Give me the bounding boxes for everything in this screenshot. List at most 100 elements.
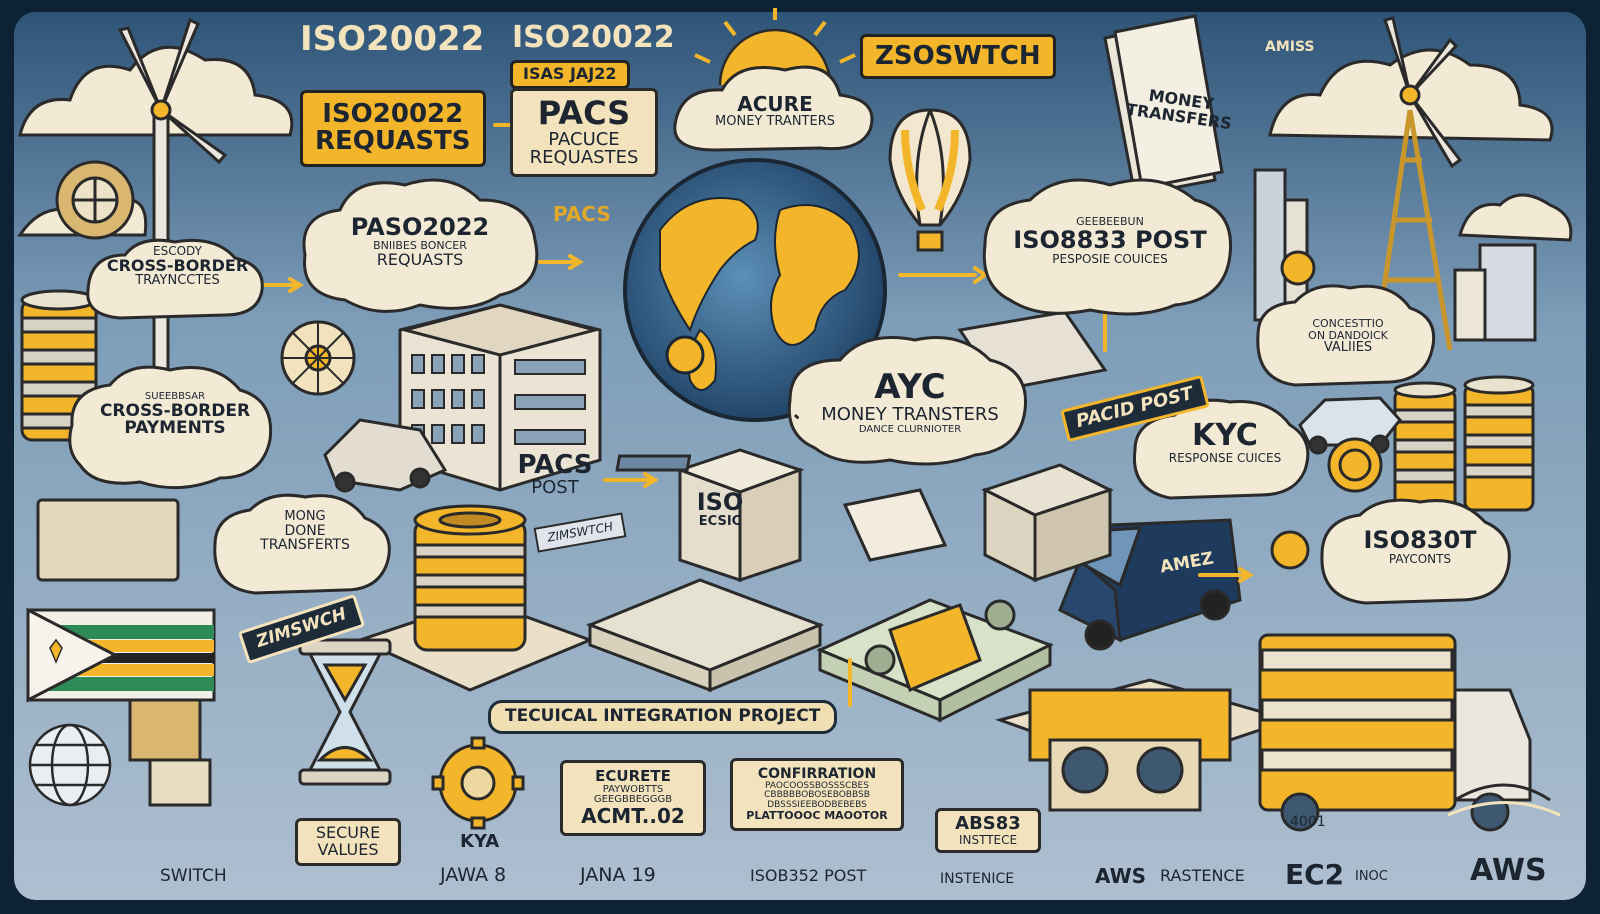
ayc-title: AYC — [874, 367, 946, 407]
confirmation-card: CONFIRRATION PAOCOOSSBOSSSCBES CBBBBBOBO… — [730, 758, 904, 831]
paso-sub-1: BNIIBES BONCER — [373, 239, 467, 253]
bottom-jana19: JANA 19 — [580, 864, 656, 886]
city-buildings-icon — [1253, 168, 1537, 342]
cross-border-sub: PAYMENTS — [124, 418, 226, 439]
acure-sub: MONEY TRANTERS — [715, 114, 835, 129]
bottom-ec2: EC2 — [1285, 858, 1345, 891]
kyc-label: KYC RESPONSE CUICES — [1145, 420, 1305, 464]
cloud-ayc — [787, 336, 1028, 466]
pacs-post-sub: POST — [531, 477, 579, 499]
secure-values-card: SECURE VALUES — [295, 818, 401, 866]
coin-icon — [1270, 250, 1383, 570]
zimbabwe-flag-icon — [26, 607, 216, 703]
paso-sub-2: REQUASTS — [376, 249, 464, 269]
coin-stack-left-icon — [20, 289, 98, 442]
concessio-label: CONCESTTIO ON DANDOICK VALIIES — [1268, 318, 1428, 355]
pacs-box-sub-1: PACUCE — [548, 128, 620, 150]
coin-stack-right-icon — [1393, 375, 1535, 512]
iso-box-title: ISO — [696, 488, 744, 516]
concessio-line-1: CONCESTTIO — [1312, 317, 1384, 330]
project-banner: TECUICAL INTEGRATION PROJECT — [488, 700, 838, 734]
abs83-card: ABS83 INSTTECE — [935, 808, 1041, 854]
iso830t-sub: PAYCONTS — [1388, 552, 1452, 567]
pacs-box: PACS PACUCE REQUASTES — [510, 88, 658, 178]
bottom-switch: SWITCH — [160, 866, 227, 886]
escody-label: ESCODY CROSS-BORDER TRAYNCCTES — [95, 245, 260, 288]
label-cloud-bubbles — [68, 65, 1511, 605]
iso-box-label: ISO ECSIC — [690, 488, 750, 530]
acure-title: ACURE — [737, 92, 813, 116]
gear-medallion-icon — [55, 160, 135, 240]
ecurete-code: ACMT..02 — [581, 803, 685, 828]
iso8833-title: ISO8833 POST — [1013, 225, 1207, 254]
concessio-line-3: VALIIES — [1323, 340, 1373, 356]
escody-line-3: TRAYNCCTES — [135, 273, 220, 289]
connector-arrows — [258, 123, 1254, 707]
kya-gear-icon — [431, 736, 525, 830]
iso8833-label: GEEBEEBUN ISO8833 POST PESPOSIE COUICES — [1000, 216, 1220, 265]
money-done-line-2: DONE — [284, 522, 326, 539]
crate-left-icon — [36, 498, 212, 807]
escody-line-1: ESCODY — [153, 244, 202, 258]
kyc-sub: RESPONSE CUICES — [1168, 450, 1282, 465]
bottom-instence: INSTENICE — [940, 871, 1015, 887]
aws-logo-icon — [1447, 783, 1561, 817]
wireframe-globe-icon — [28, 723, 112, 807]
pacs-box-sub-2: REQUASTES — [529, 147, 639, 169]
ecurete-title: ECURETE — [595, 767, 671, 785]
wind-turbine-right-icon — [1372, 16, 1463, 351]
confirmation-title: CONFIRRATION — [757, 766, 877, 782]
pacs-box-title: PACS — [537, 94, 631, 132]
iso-header-1: ISO20022 — [300, 19, 485, 59]
coin-tower-icon — [355, 504, 595, 692]
money-done-line-1: MONG — [284, 509, 326, 524]
dock-number: 4001 — [1290, 814, 1326, 830]
document-stack-icon — [1103, 14, 1224, 197]
globe-icon — [623, 158, 887, 422]
pacs-small-label: PACS — [553, 202, 611, 226]
cross-border-label: SUEEBBSAR CROSS-BORDER PAYMENTS — [85, 391, 265, 439]
acure-label: ACURE MONEY TRANTERS — [690, 94, 860, 129]
paso-title: PASO2022 — [350, 213, 490, 241]
concessio-line-2: ON DANDOICK — [1308, 328, 1388, 342]
iso8833-top: GEEBEEBUN — [1076, 215, 1144, 228]
confirmation-line-1: PAOCOOSSBOSSSCBES — [765, 780, 869, 791]
cloud-cross-border — [68, 365, 273, 490]
bottom-ec2-tail: INOC — [1355, 869, 1388, 884]
clipboard-icon — [842, 488, 948, 562]
car-right-icon — [1298, 396, 1402, 455]
cloud-acure — [673, 65, 874, 152]
iso-box-icon — [615, 448, 805, 583]
ecurete-card: ECURETE PAYWOBTTS GEEGBBEGGGB ACMT..02 — [560, 760, 706, 836]
cash-stack-center-icon — [585, 578, 825, 693]
ecurete-sub-2: GEEGBBEGGGB — [593, 794, 673, 806]
money-done-line-3: TRANSFERTS — [260, 537, 350, 554]
pacs-post-label: PACS POST — [505, 451, 605, 499]
server-box-icon — [981, 463, 1114, 583]
isas-tag: ISAS JAJ22 — [510, 60, 630, 89]
crate-stack-icon — [994, 678, 1296, 812]
confirmation-footer: PLATTOOOC MAOOTOR — [746, 809, 888, 822]
ayc-foot: DANCE CLURNIOTER — [858, 423, 962, 435]
abs83-sub: INSTTECE — [958, 832, 1018, 847]
iso-box-sub: ECSIC — [698, 514, 742, 530]
compass-wheel-icon — [280, 320, 356, 396]
hourglass-icon — [298, 638, 392, 786]
cloud-top-left — [18, 45, 294, 137]
amiss-label: AMISS — [1265, 39, 1315, 55]
ecurete-sub-1: PAYWOBTTS — [602, 783, 664, 795]
truck-icon — [1258, 633, 1532, 832]
car-icon — [323, 418, 448, 493]
cloud-right-mid — [1458, 193, 1573, 242]
iso-requests-box: ISO20022 REQUASTS — [300, 90, 486, 167]
kya-label: KYA — [460, 831, 500, 852]
bottom-aws: AWS — [1095, 864, 1147, 888]
cross-border-top: SUEEBBSAR — [144, 391, 206, 402]
cloud-escody — [86, 238, 264, 320]
ayc-label: AYC MONEY TRANSTERS DANCE CLURNIOTER — [800, 367, 1020, 435]
confirmation-line-3: DBSSSIEEBODBEBEBS — [767, 799, 867, 810]
secure-line-2: VALUES — [317, 839, 379, 859]
bottom-jawa8: JAWA 8 — [440, 864, 507, 886]
